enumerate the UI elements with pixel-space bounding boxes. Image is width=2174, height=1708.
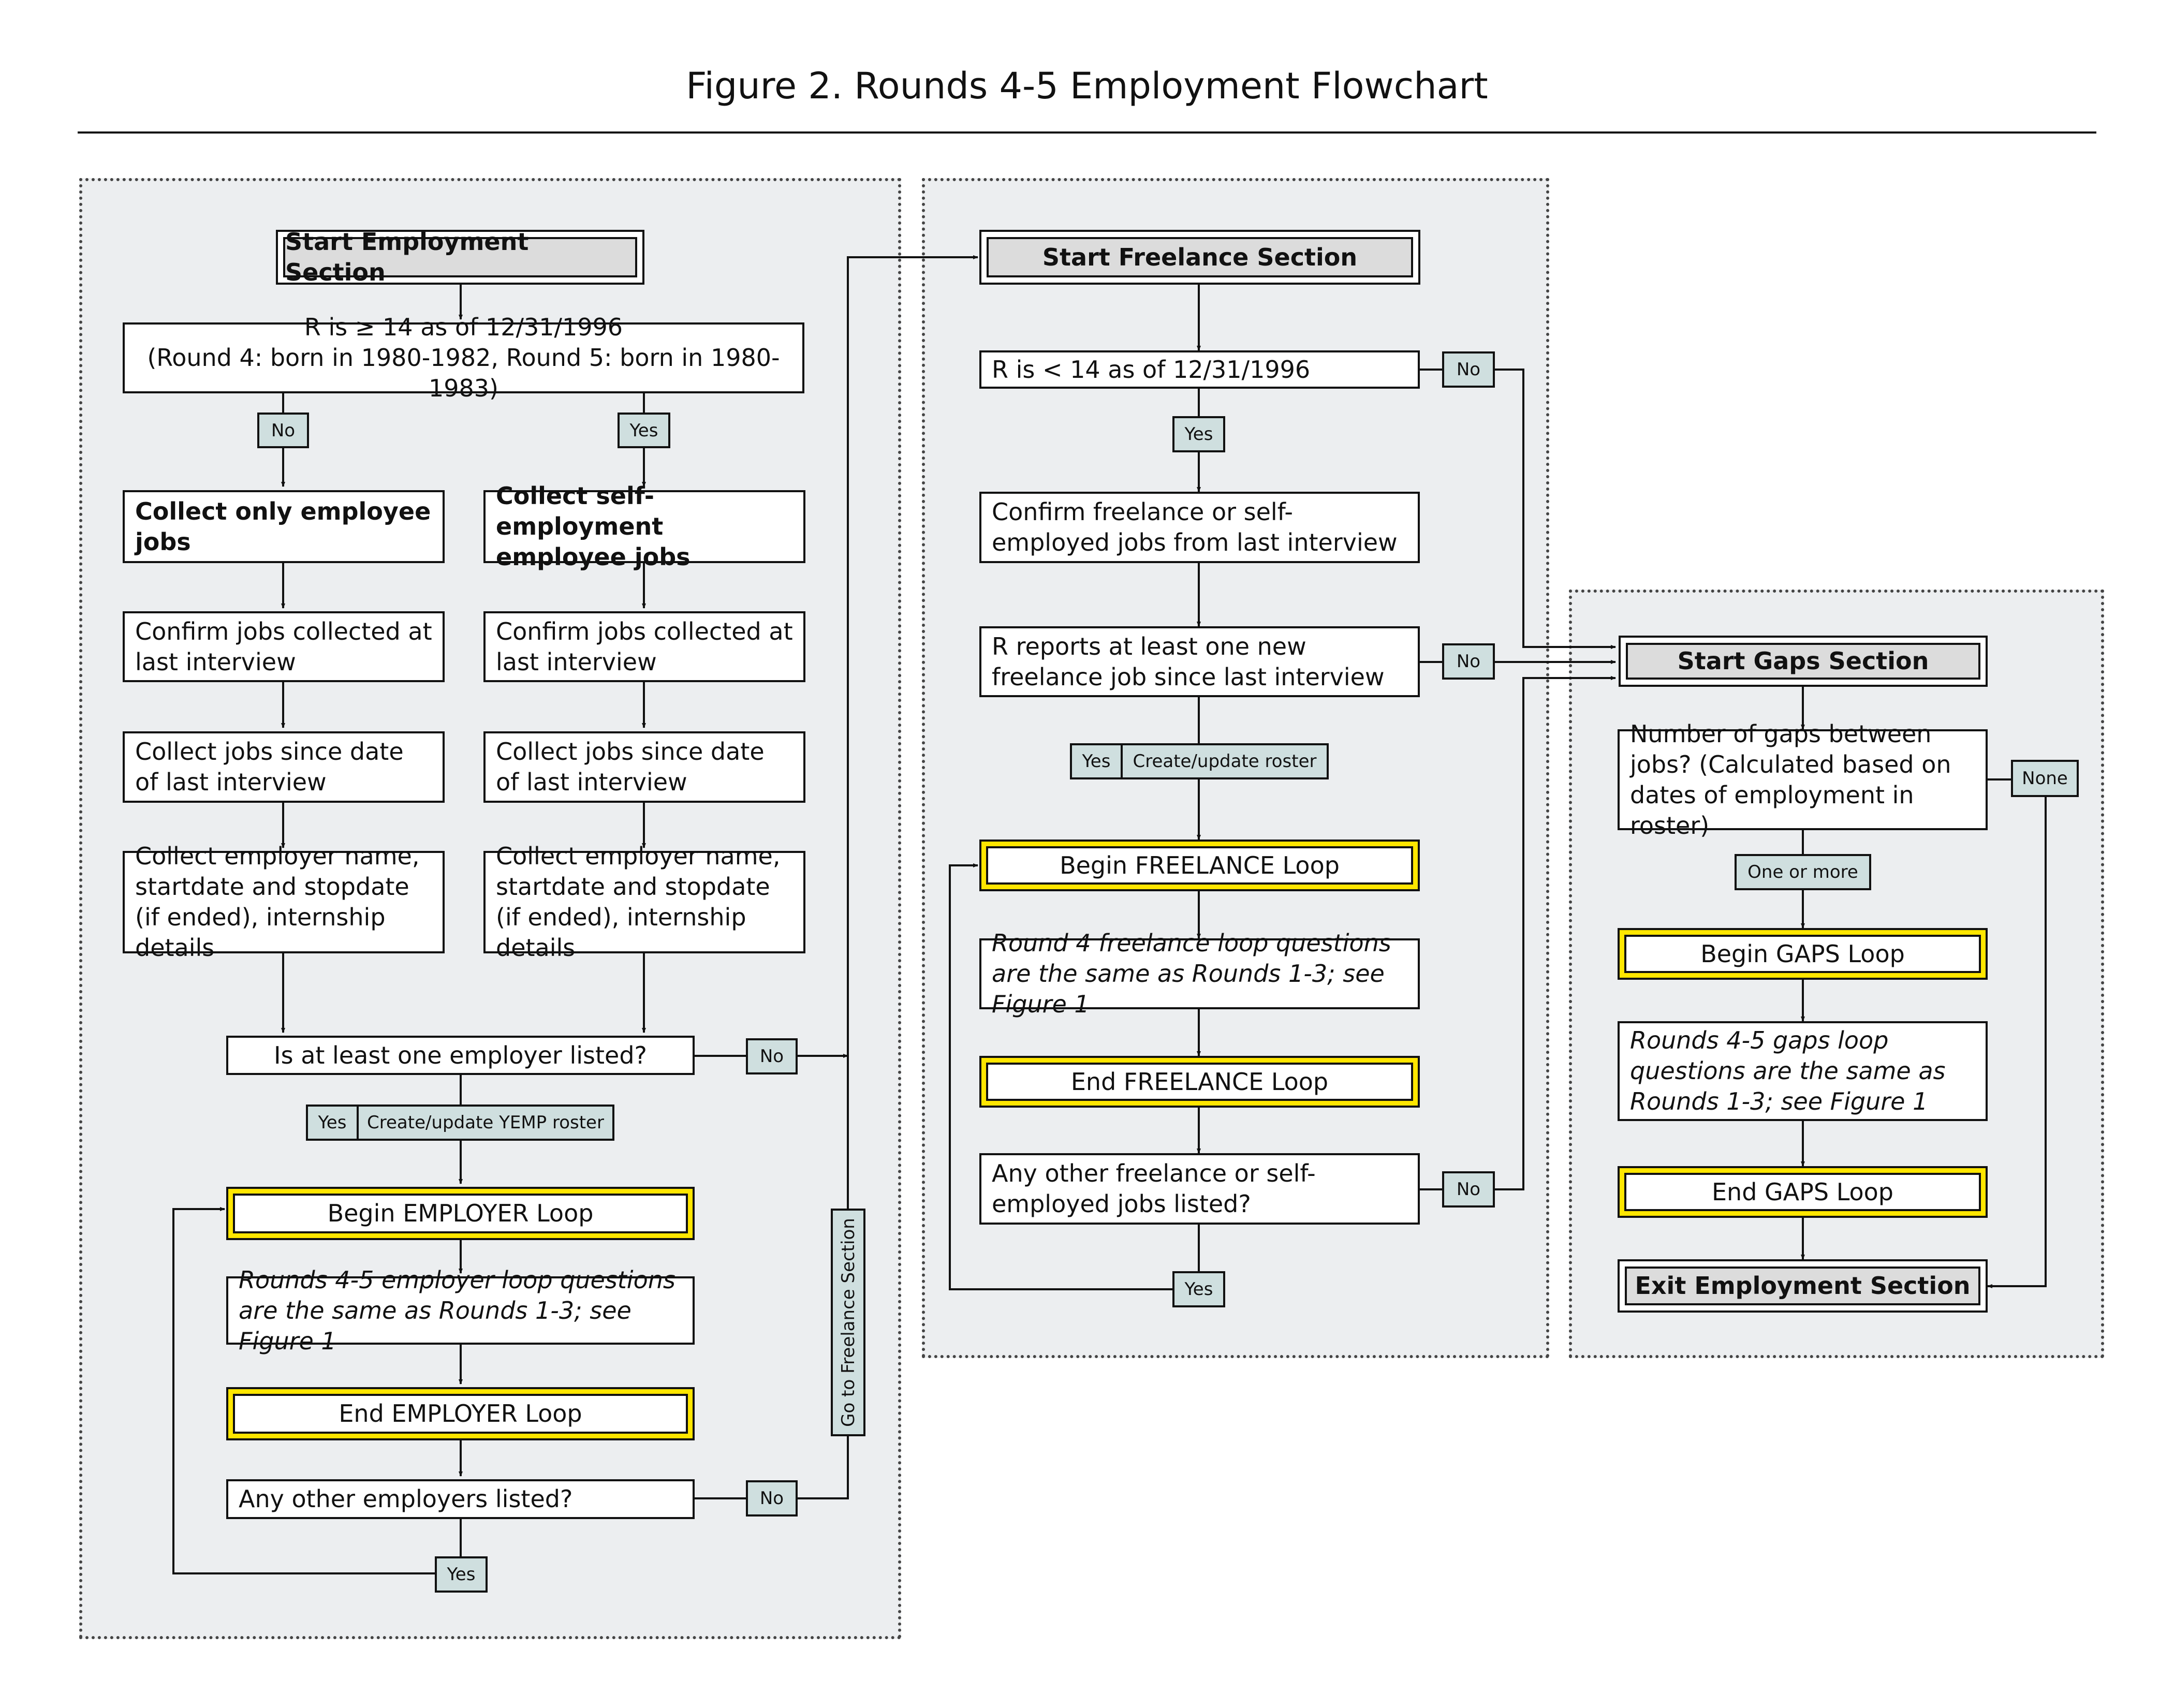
freelance-age-check-node: R is < 14 as of 12/31/1996 [979,350,1420,389]
start-gaps-label: Start Gaps Section [1626,643,1980,680]
collect-employer-right-node: Collect employer name, startdate and sto… [483,842,805,962]
freelance-other-no-label: No [1442,1171,1495,1208]
edge-number-none [1987,778,2047,1288]
edge-fother-yes [949,863,1200,1290]
end-employer-loop: End EMPLOYER Loop [226,1387,695,1440]
freelance-new-job-decision: R reports at least one new freelance job… [979,626,1420,697]
employer-listed-no-label: No [746,1038,798,1074]
begin-freelance-loop: Begin FREELANCE Loop [979,840,1420,891]
begin-employer-loop: Begin EMPLOYER Loop [226,1187,695,1240]
age-check-line1: R is ≥ 14 as of 12/31/1996 [304,313,623,341]
exit-employment-terminal: Exit Employment Section [1618,1259,1988,1313]
freelance-age-no-label: No [1442,351,1495,388]
collect-employer-left-node: Collect employer name, startdate and sto… [123,842,445,962]
begin-gaps-loop: Begin GAPS Loop [1618,928,1988,980]
other-employers-decision: Any other employers listed? [226,1479,695,1519]
confirm-jobs-right-node: Confirm jobs collected at last interview [483,611,805,682]
gaps-one-or-more-label: One or more [1735,854,1871,890]
other-employers-yes-label: Yes [435,1556,488,1593]
gaps-none-label: None [2011,760,2079,797]
go-to-freelance-label: Go to Freelance Section [831,1209,865,1436]
end-freelance-loop-label: End FREELANCE Loop [986,1063,1413,1101]
edge-go-freelance [847,255,978,1209]
edge-other-yes [172,1207,462,1574]
collect-since-left-node: Collect jobs since date of last intervie… [123,731,445,803]
other-employers-no-label: No [746,1480,798,1516]
age-check-line2: (Round 4: born in 1980-1982, Round 5: bo… [147,344,780,402]
freelance-loop-note: Round 4 freelance loop questions are the… [979,929,1420,1018]
collect-employee-only-node: Collect only employee jobs [123,490,445,563]
employer-yes-label: Yes [306,1105,359,1141]
begin-employer-loop-label: Begin EMPLOYER Loop [233,1194,688,1233]
freelance-age-yes-label: Yes [1172,416,1225,452]
number-of-gaps-decision: Number of gaps between jobs? (Calculated… [1618,720,1988,840]
edge-other-no [695,1209,849,1499]
age-no-label: No [257,413,309,448]
create-yemp-roster-label: Create/update YEMP roster [357,1105,614,1141]
start-employment-terminal: Start Employment Section [276,228,644,286]
age-check-node: R is ≥ 14 as of 12/31/1996 (Round 4: bor… [123,313,804,402]
end-gaps-loop-label: End GAPS Loop [1624,1173,1981,1211]
freelance-new-yes-label: Yes [1070,743,1123,779]
employer-listed-decision: Is at least one employer listed? [226,1036,695,1075]
exit-employment-label: Exit Employment Section [1625,1267,1980,1305]
end-freelance-loop: End FREELANCE Loop [979,1056,1420,1108]
edge-fage-no [1420,369,1616,649]
title-rule [78,131,2096,134]
collect-self-employment-node: Collect self-employment employee jobs [483,482,805,571]
edge-fother-no [1420,676,1616,1190]
freelance-create-roster-label: Create/update roster [1121,743,1329,779]
freelance-new-no-label: No [1442,643,1495,680]
start-gaps-terminal: Start Gaps Section [1619,636,1988,687]
employer-loop-note: Rounds 4-5 employer loop questions are t… [226,1266,695,1355]
figure-title: Figure 2. Rounds 4-5 Employment Flowchar… [686,65,1488,107]
confirm-jobs-left-node: Confirm jobs collected at last interview [123,611,445,682]
begin-freelance-loop-label: Begin FREELANCE Loop [986,846,1413,885]
age-yes-label: Yes [618,413,670,448]
freelance-other-jobs-decision: Any other freelance or self-employed job… [979,1153,1420,1225]
start-freelance-terminal: Start Freelance Section [979,230,1420,285]
gaps-loop-note: Rounds 4-5 gaps loop questions are the s… [1618,1021,1988,1121]
start-employment-label: Start Employment Section [283,228,637,286]
go-to-freelance-text: Go to Freelance Section [838,1218,859,1427]
begin-gaps-loop-label: Begin GAPS Loop [1624,935,1981,973]
freelance-other-yes-label: Yes [1172,1271,1225,1307]
end-employer-loop-label: End EMPLOYER Loop [233,1394,688,1434]
collect-since-right-node: Collect jobs since date of last intervie… [483,731,805,803]
freelance-confirm-node: Confirm freelance or self-employed jobs … [979,492,1420,563]
start-freelance-label: Start Freelance Section [987,237,1413,277]
end-gaps-loop: End GAPS Loop [1618,1166,1988,1218]
